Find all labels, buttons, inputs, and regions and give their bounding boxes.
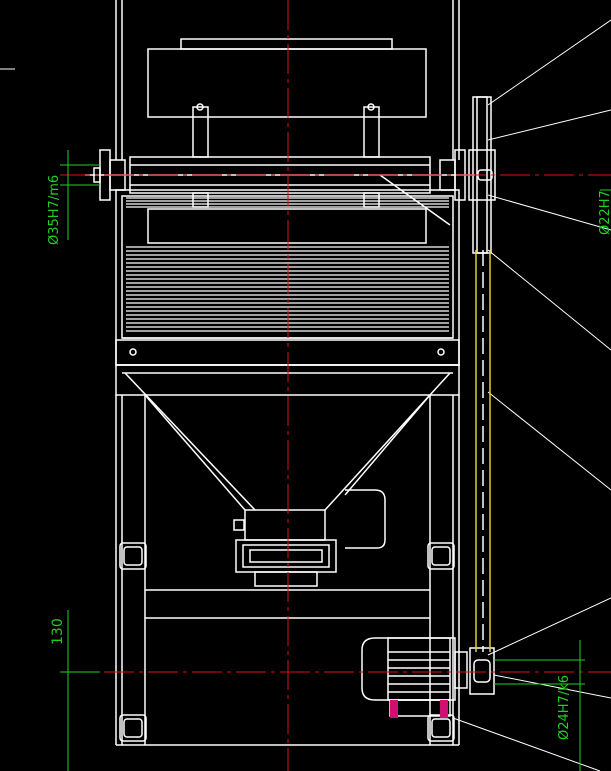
dimension-lines — [60, 150, 611, 771]
hopper — [115, 364, 460, 587]
top-frame — [115, 0, 460, 160]
motor-bolts — [390, 700, 448, 718]
pulley-fit-dimension: Ø22H7 — [598, 190, 611, 235]
height-dimension: 130 — [50, 618, 66, 645]
gear-reducer — [147, 38, 427, 158]
shaft-fit-dimension: Ø35H7/m6 — [47, 175, 62, 245]
leader-lines — [452, 19, 611, 771]
v-belt — [475, 250, 491, 652]
motor — [361, 637, 495, 717]
motor-shaft-fit-dimension: Ø24H7/k6 — [557, 675, 572, 740]
